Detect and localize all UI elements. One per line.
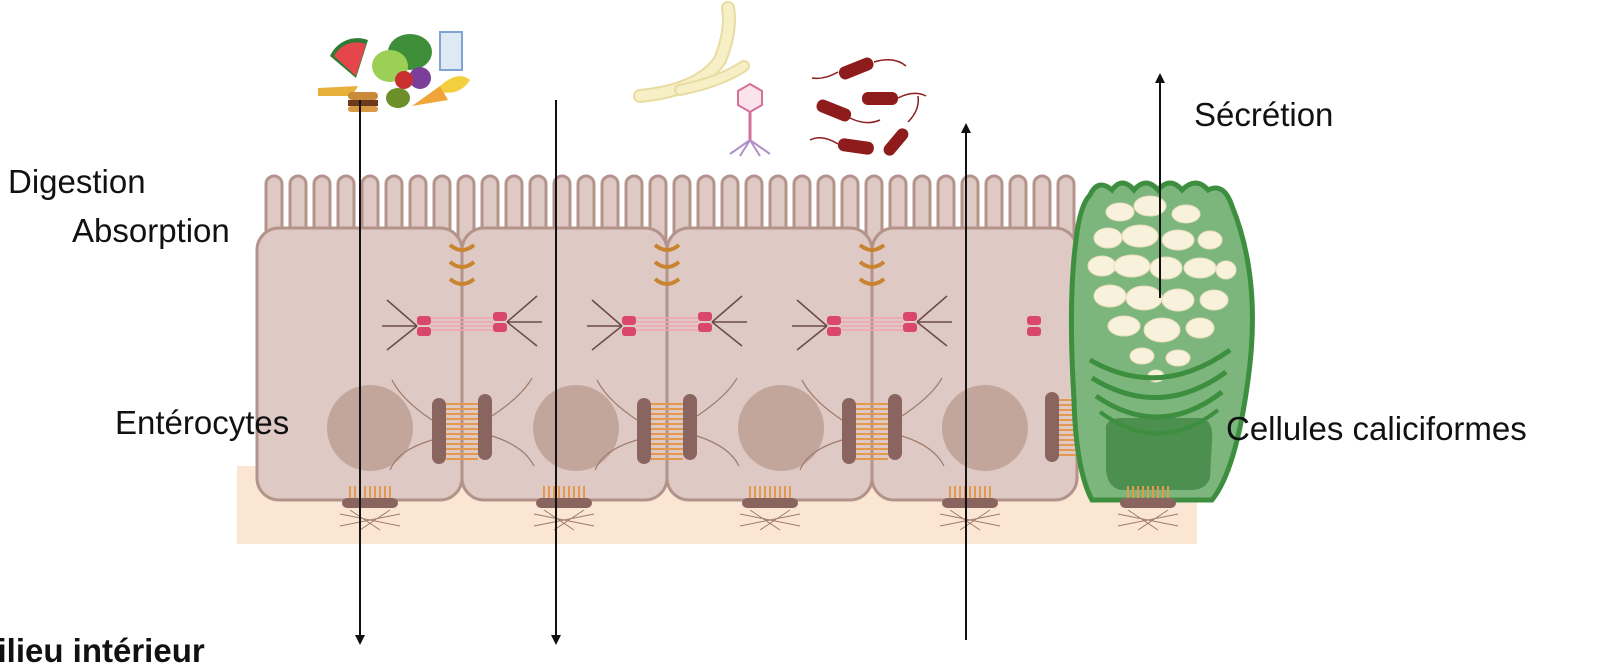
- goblet-cells-label: Cellules caliciformes: [1226, 412, 1527, 445]
- adherens-junction: [903, 312, 917, 321]
- absorption-label: Absorption: [72, 214, 230, 247]
- secretion-label: Sécrétion: [1194, 98, 1333, 131]
- nucleus: [533, 385, 619, 471]
- goblet-cell: [1071, 183, 1252, 500]
- mucus-granule: [1094, 228, 1122, 248]
- bacteriophage-icon: [730, 84, 770, 156]
- mucus-granule: [1122, 225, 1158, 247]
- mucus-granule: [1172, 205, 1200, 223]
- adherens-junction: [493, 323, 507, 332]
- mucus-granule: [1162, 289, 1194, 311]
- desmosome: [888, 394, 902, 460]
- adherens-junction: [417, 327, 431, 336]
- mucus-granule: [1114, 255, 1150, 277]
- adherens-junction: [698, 312, 712, 321]
- mucus-granule: [1126, 286, 1162, 310]
- enterocytes-label: Entérocytes: [115, 406, 289, 439]
- adherens-junction: [698, 323, 712, 332]
- adherens-junction: [493, 312, 507, 321]
- desmosome: [432, 398, 446, 464]
- mucus-granule: [1162, 230, 1194, 250]
- mucus-granule: [1198, 231, 1222, 249]
- mucus-granule: [1144, 318, 1180, 342]
- mucus-granule: [1108, 316, 1140, 336]
- adherens-junction: [622, 316, 636, 325]
- mucus-granule: [1200, 290, 1228, 310]
- mucus-granule: [1094, 285, 1126, 307]
- mucus-granule: [1106, 203, 1134, 221]
- desmosome: [637, 398, 651, 464]
- mucus-granule: [1150, 257, 1182, 279]
- interior-label: Milieu intérieur: [0, 634, 205, 667]
- bacteria-icon: [810, 56, 926, 158]
- adherens-junction: [622, 327, 636, 336]
- hemidesmosome: [536, 498, 592, 508]
- desmosome: [842, 398, 856, 464]
- mucus-granule: [1134, 196, 1166, 216]
- adherens-junction: [827, 316, 841, 325]
- goblet-nucleus: [1106, 418, 1212, 490]
- adherens-junction: [417, 316, 431, 325]
- mucus-granule: [1184, 258, 1216, 278]
- fungal-hyphae-icon: [640, 8, 744, 96]
- desmosome: [683, 394, 697, 460]
- mucus-granule: [1186, 318, 1214, 338]
- nucleus: [327, 385, 413, 471]
- adherens-junction: [903, 323, 917, 332]
- mucus-granule: [1088, 256, 1116, 276]
- mucus-granule: [1130, 348, 1154, 364]
- hemidesmosome: [742, 498, 798, 508]
- hemidesmosome: [942, 498, 998, 508]
- hemidesmosome: [1120, 498, 1176, 508]
- mucus-granule: [1216, 261, 1236, 279]
- adherens-junction: [827, 327, 841, 336]
- nucleus: [942, 385, 1028, 471]
- desmosome: [478, 394, 492, 460]
- nucleus: [738, 385, 824, 471]
- hemidesmosome: [342, 498, 398, 508]
- mucus-granule: [1166, 350, 1190, 366]
- food-icon: [318, 32, 470, 112]
- digestion-label: Digestion: [8, 165, 146, 198]
